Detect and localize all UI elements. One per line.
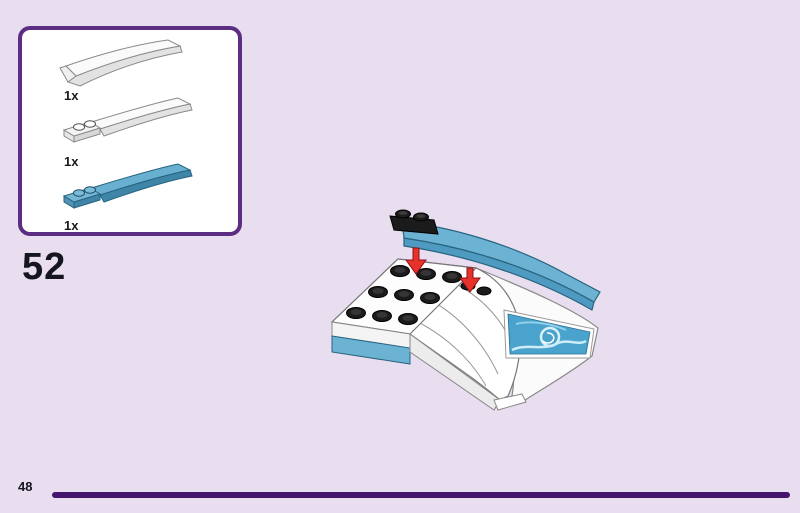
part-white-curved-slope (59, 39, 183, 87)
step-number: 52 (22, 246, 67, 288)
parts-callout-box: 1x 1x 1x (18, 26, 242, 236)
part-azure-curved-slope-with-studs (62, 163, 193, 209)
floating-azure-slope (389, 209, 601, 311)
part-count-label: 1x (64, 88, 79, 103)
parts-illustrations: 1x 1x 1x (59, 39, 193, 232)
page-number: 48 (18, 479, 33, 494)
page-divider-line (52, 492, 790, 498)
assembly-illustration (300, 180, 640, 430)
black-plate-with-studs (389, 209, 439, 235)
azure-side-strip (331, 335, 411, 365)
part-count-label: 1x (64, 218, 79, 232)
stud (84, 186, 96, 194)
model-left-side (331, 321, 527, 411)
part-count-label: 1x (64, 154, 79, 169)
part-white-curved-slope-with-studs (62, 97, 193, 143)
down-arrow-icon (459, 267, 481, 293)
sticker-panel (503, 309, 595, 359)
down-arrow-icon (405, 247, 427, 275)
assembly-drawing (330, 209, 601, 411)
stud (84, 120, 96, 128)
nose-step (493, 393, 527, 411)
page-divider (52, 485, 790, 498)
stud (73, 123, 85, 131)
stud-deck (330, 258, 478, 335)
stud-grid (346, 265, 462, 325)
stud (73, 189, 85, 197)
